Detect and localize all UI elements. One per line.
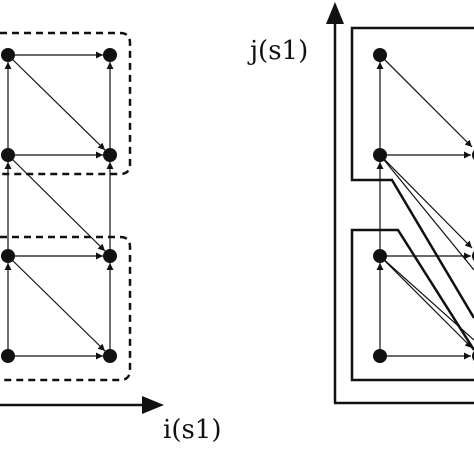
- left-panel: [0, 31, 164, 414]
- right-panel: [326, 2, 474, 405]
- node: [103, 48, 117, 62]
- node: [1, 249, 15, 263]
- node: [103, 148, 117, 162]
- node: [1, 48, 15, 62]
- edge: [7, 154, 106, 252]
- edge: [379, 154, 473, 249]
- group-outline-bottom: [350, 228, 474, 382]
- node: [1, 349, 15, 363]
- node: [103, 249, 117, 263]
- x-axis-arrow-icon: [142, 396, 164, 414]
- node: [103, 349, 117, 363]
- dashed-group-bottom: [0, 235, 132, 382]
- group-outline-top: [350, 26, 474, 319]
- edge: [7, 54, 106, 151]
- edge: [379, 154, 474, 271]
- dashed-group-top: [0, 31, 132, 176]
- edge: [379, 54, 473, 148]
- node: [1, 148, 15, 162]
- node: [373, 48, 387, 62]
- y-axis-label: j(s1): [250, 36, 309, 66]
- y-axis-arrow-icon: [326, 2, 344, 24]
- node: [373, 249, 387, 263]
- node: [373, 349, 387, 363]
- x-axis-label: i(s1): [163, 415, 222, 445]
- edge: [379, 255, 473, 349]
- edge: [7, 255, 106, 352]
- edge: [379, 255, 474, 341]
- node: [373, 148, 387, 162]
